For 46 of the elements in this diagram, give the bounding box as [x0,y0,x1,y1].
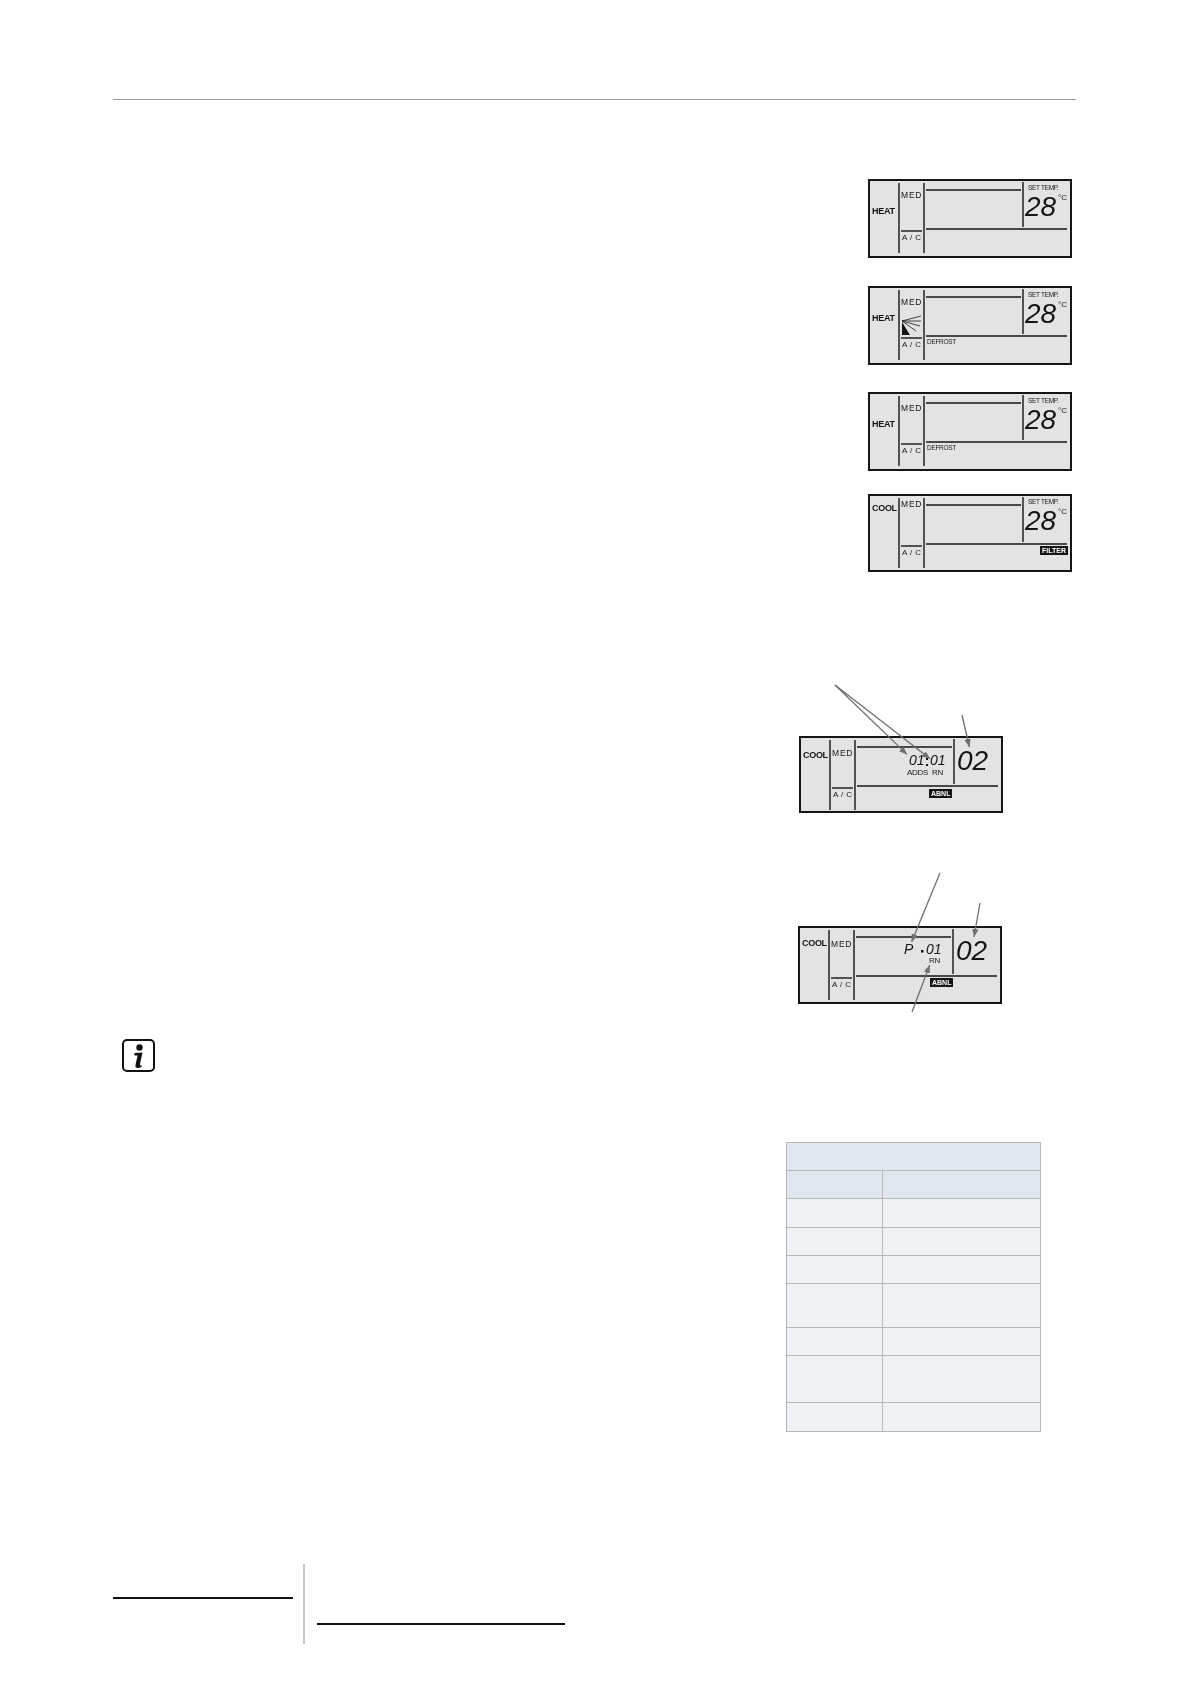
mode-text: HEAT [872,207,895,216]
ac-text: A / C [833,791,853,799]
ac-text: A / C [902,447,922,455]
alarm-code-digits: 02 [957,747,989,775]
segment-digits: 01 [926,942,942,956]
fan-speed-text: MED [901,500,923,509]
mode-text: COOL [803,751,828,760]
leader-arrow [910,872,941,943]
fan-speed-text: MED [831,940,853,949]
unit-text: °C [1058,407,1067,415]
unit-text: °C [1058,194,1067,202]
lcd-display [798,926,1002,1004]
fan-speed-text: MED [901,298,923,307]
temperature-digits: 28 [1025,300,1057,328]
leader-arrow [911,964,931,1013]
leader-arrow [834,684,931,760]
segment-letter: P [904,942,914,956]
temperature-digits: 28 [1025,507,1057,535]
lcd-display [868,494,1072,572]
lcd-display [868,179,1072,258]
fan-speed-text: MED [901,191,923,200]
ac-text: A / C [902,549,922,557]
ac-text: A / C [902,234,922,242]
ac-text: A / C [832,981,852,989]
alarm-code-digits: 02 [956,937,988,965]
unit-text: °C [1058,508,1067,516]
mode-text: COOL [802,939,827,948]
leader-arrow [972,902,981,938]
temperature-digits: 28 [1025,193,1057,221]
segment-digits: 01 [930,753,946,767]
temperature-digits: 28 [1025,406,1057,434]
lcd-display [868,392,1072,471]
lcd-display [868,286,1072,365]
ac-text: A / C [902,341,922,349]
mode-text: COOL [872,504,897,513]
fan-speed-text: MED [832,749,854,758]
segment-digits: 01 [909,753,925,767]
leader-arrow [961,714,971,748]
fan-speed-text: MED [901,404,923,413]
mode-text: HEAT [872,420,895,429]
unit-text: °C [1058,301,1067,309]
digit-caption: ADDS [907,769,929,777]
mode-text: HEAT [872,314,895,323]
digit-caption: RN [932,769,943,777]
digit-caption: RN [929,957,940,965]
lcd-display [799,736,1003,813]
